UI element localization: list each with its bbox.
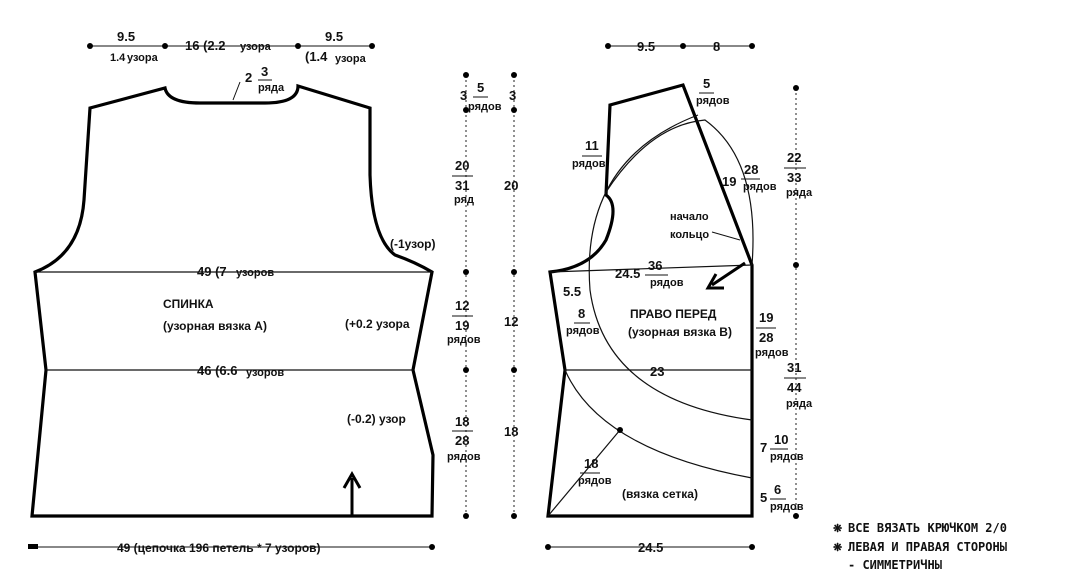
vdim-c1-unit: рядов <box>468 101 502 113</box>
note-2: ЛЕВАЯ И ПРАВАЯ СТОРОНЫ <box>848 540 1007 554</box>
front-diag-a: 18 <box>584 456 598 471</box>
back-neck-unit: ряда <box>258 82 285 94</box>
back-title: СПИНКА <box>163 297 214 311</box>
vdim-c3-a: 12 <box>455 298 469 313</box>
front-shoulder-unit: рядов <box>696 95 730 107</box>
front-piece: 9.5 8 5 рядов 11 рядов 19 28 рядов начал… <box>545 39 813 555</box>
front-top-a: 9.5 <box>637 39 655 54</box>
back-top-right-unit: узора <box>335 53 367 65</box>
back-top-left-b: 1.4 <box>110 52 126 64</box>
back-waist-width: 46 (6.6 <box>197 363 237 378</box>
vdim-d1: 3 <box>509 88 516 103</box>
front-right2-b: 44 <box>787 380 802 395</box>
front-chest-b: 36 <box>648 258 662 273</box>
note-3: - СИММЕТРИЧНЫ <box>848 558 942 572</box>
back-top-right-a: 9.5 <box>325 29 343 44</box>
front-slope-a: 19 <box>722 174 736 189</box>
front-right2-a: 31 <box>787 360 801 375</box>
front-bottom-unit: рядов <box>770 501 804 513</box>
front-slope-unit: рядов <box>743 181 777 193</box>
vdim-c2-a: 20 <box>455 158 469 173</box>
vdim-d2: 20 <box>504 178 518 193</box>
front-mesh-label: (вязка сетка) <box>622 487 698 501</box>
back-inc-note: (+0.2 узора <box>345 317 410 331</box>
vdim-c1-a: 3 <box>460 88 467 103</box>
front-side-unit: рядов <box>566 325 600 337</box>
front-top-b: 8 <box>713 39 720 54</box>
vdim-c3-unit: рядов <box>447 334 481 346</box>
vdim-c4-a: 18 <box>455 414 469 429</box>
front-side-a: 5.5 <box>563 284 581 299</box>
vdim-c4-unit: рядов <box>447 451 481 463</box>
front-right2-unit: ряда <box>786 398 813 410</box>
back-dec-note: (-0.2) узор <box>347 412 406 426</box>
front-lower-unit: рядов <box>770 451 804 463</box>
front-edge-unit: рядов <box>755 347 789 359</box>
back-piece: 9.5 1.4 узора 16 (2.2 узора 9.5 (1.4 узо… <box>28 29 436 555</box>
vdim-c3-b: 19 <box>455 318 469 333</box>
back-chest-unit: узоров <box>236 267 274 279</box>
vertical-dimensions: 3 5 рядов 20 31 ряд 12 19 рядов 18 28 ря… <box>447 72 518 519</box>
front-armhole-a: 11 <box>585 138 599 153</box>
vdim-d4: 18 <box>504 424 518 439</box>
front-edge-b: 28 <box>759 330 773 345</box>
front-armhole-unit: рядов <box>572 158 606 170</box>
front-bottom-b: 6 <box>774 482 781 497</box>
front-bottom-a: 5 <box>760 490 767 505</box>
front-slope-b: 28 <box>744 162 758 177</box>
note-1: ВСЕ ВЯЗАТЬ КРЮЧКОМ 2/0 <box>848 521 1007 535</box>
vdim-c4-b: 28 <box>455 433 469 448</box>
front-start-arrow <box>711 261 746 287</box>
front-outline <box>546 83 754 518</box>
asterisk-icon: ❋ <box>833 542 842 554</box>
front-chest-a: 24.5 <box>615 266 640 281</box>
asterisk-icon: ❋ <box>833 523 842 535</box>
front-curve-big <box>588 114 753 421</box>
back-top-mid-unit: узора <box>240 41 272 53</box>
back-chest-width: 49 (7 <box>197 264 227 279</box>
back-top-left-a: 9.5 <box>117 29 135 44</box>
front-right-b: 33 <box>787 170 801 185</box>
front-lower-b: 10 <box>774 432 788 447</box>
front-right-a: 22 <box>787 150 801 165</box>
front-edge-a: 19 <box>759 310 773 325</box>
front-curve-lower <box>564 369 753 479</box>
back-bottom-note: 49 (цепочка 196 петель * 7 узоров) <box>117 541 321 555</box>
back-neck-a: 2 <box>245 70 252 85</box>
vdim-d3: 12 <box>504 314 518 329</box>
front-lower-a: 7 <box>760 440 767 455</box>
back-arrow-head <box>342 470 362 489</box>
front-curve-outer <box>605 119 754 266</box>
front-diag-unit: рядов <box>578 475 612 487</box>
back-top-mid: 16 (2.2 <box>185 38 225 53</box>
front-subtitle: (узорная вязка В) <box>628 325 732 339</box>
front-right-unit: ряда <box>786 187 813 199</box>
back-waist-unit: узоров <box>246 367 284 379</box>
back-armhole-note: (-1узор) <box>390 237 436 251</box>
back-outline <box>30 83 435 518</box>
front-title: ПРАВО ПЕРЕД <box>630 307 717 321</box>
front-side-b: 8 <box>578 306 585 321</box>
back-top-left-unit: узора <box>127 52 159 64</box>
back-neck-b: 3 <box>261 64 268 79</box>
front-waist: 23 <box>650 364 664 379</box>
back-top-right-b: (1.4 <box>305 49 328 64</box>
back-subtitle: (узорная вязка А) <box>163 319 267 333</box>
vdim-c2-b: 31 <box>455 178 469 193</box>
front-ring-label: кольцо <box>670 229 709 241</box>
front-bottom-width: 24.5 <box>638 540 663 555</box>
vdim-c1-b: 5 <box>477 80 484 95</box>
vdim-c2-unit: ряд <box>454 194 474 206</box>
front-shoulder-b: 5 <box>703 76 710 91</box>
notes: ❋ ВСЕ ВЯЗАТЬ КРЮЧКОМ 2/0 ❋ ЛЕВАЯ И ПРАВА… <box>833 521 1007 572</box>
front-arrow-head <box>705 273 724 290</box>
front-chest-unit: рядов <box>650 277 684 289</box>
front-chest-line <box>549 264 753 273</box>
front-start-label: начало <box>670 211 709 223</box>
